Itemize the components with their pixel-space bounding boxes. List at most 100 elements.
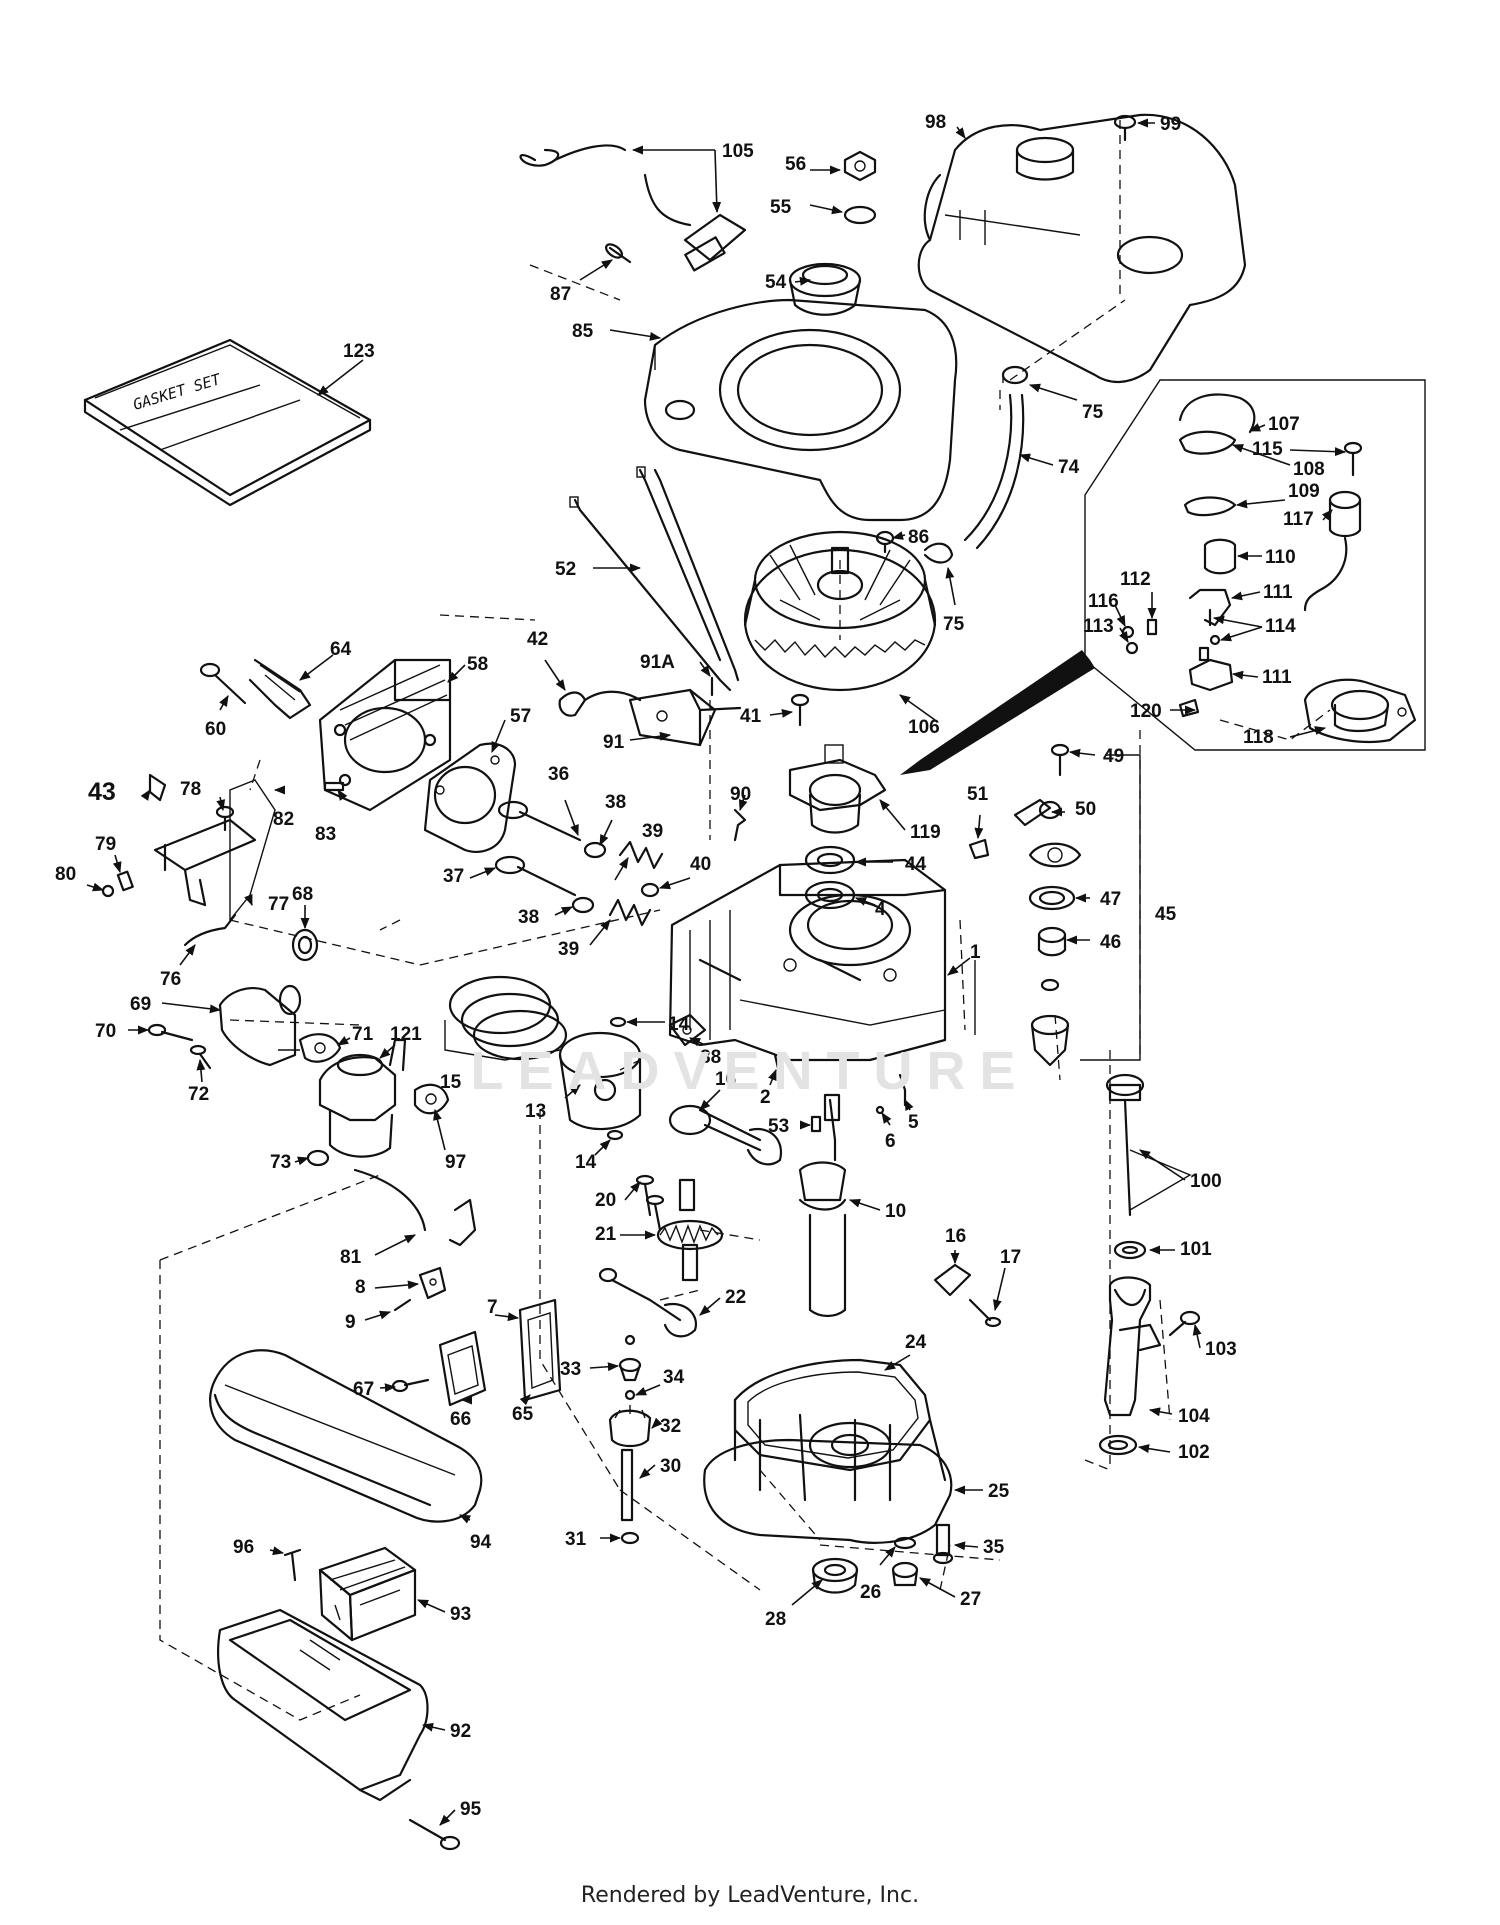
tube-16-lower <box>933 1263 972 1297</box>
screw-80 <box>101 884 115 898</box>
ball-34-upper <box>624 1334 636 1346</box>
crankshaft-10 <box>798 1093 847 1318</box>
control-bracket-43 <box>148 773 257 907</box>
label-25: 25 <box>988 1481 1010 1502</box>
bolt-60 <box>199 662 247 705</box>
label-106: 106 <box>908 717 940 738</box>
sump-gasket-24 <box>733 1358 932 1472</box>
label-108: 108 <box>1293 459 1325 480</box>
link-wires-52 <box>569 466 740 692</box>
bushing-46 <box>1037 926 1067 957</box>
screw-87 <box>604 243 632 264</box>
blower-housing-cover-98 <box>917 113 1247 383</box>
housing-118 <box>1303 678 1417 743</box>
gasket-set-text: GASKET SET <box>131 370 224 414</box>
label-65: 65 <box>512 1404 534 1425</box>
bracket-8 <box>418 1266 447 1300</box>
label-123: 123 <box>343 341 375 362</box>
callout-labels: 105 56 55 98 99 87 54 123 85 75 74 107 1… <box>55 112 1325 1820</box>
engine-sump-25 <box>703 1398 953 1544</box>
label-20: 20 <box>595 1190 616 1211</box>
camshaft-gear-21 <box>656 1178 724 1282</box>
label-14-lower: 14 <box>575 1152 597 1173</box>
label-60: 60 <box>205 719 226 740</box>
label-37: 37 <box>443 866 464 887</box>
label-64: 64 <box>330 639 352 660</box>
label-44: 44 <box>905 854 927 875</box>
throttle-link-81 <box>353 1168 427 1232</box>
label-33: 33 <box>560 1359 581 1380</box>
label-8: 8 <box>355 1277 366 1298</box>
label-6: 6 <box>885 1131 896 1152</box>
label-99: 99 <box>1160 114 1181 135</box>
clip-51 <box>968 838 990 860</box>
carburetor-121 <box>318 1038 407 1158</box>
label-75-lower: 75 <box>943 614 965 635</box>
label-32: 32 <box>660 1416 681 1437</box>
plate-65 <box>518 1298 562 1402</box>
label-91A: 91A <box>640 652 675 673</box>
valve-36 <box>497 800 582 842</box>
label-39-upper: 39 <box>642 821 663 842</box>
air-cleaner-cover-94 <box>209 1349 483 1523</box>
pin-2 <box>773 1053 780 1070</box>
dowel-53 <box>810 1115 822 1133</box>
gasket-109 <box>1183 496 1237 517</box>
label-16-upper: 16 <box>715 1069 736 1090</box>
label-16-lower: 16 <box>945 1226 966 1247</box>
tappets-20 <box>635 1174 665 1232</box>
starter-rope-handle <box>519 144 747 272</box>
valve-key-40 <box>640 882 660 898</box>
clip-75-lower <box>923 542 954 564</box>
governor-22 <box>598 1267 698 1338</box>
label-73: 73 <box>270 1152 291 1173</box>
gasket-97 <box>413 1083 450 1115</box>
flywheel-106 <box>743 530 937 692</box>
label-71: 71 <box>352 1024 374 1045</box>
retainer-14-upper <box>609 1016 627 1028</box>
bracket-81-plate <box>448 1198 477 1247</box>
starter-cup-54 <box>788 262 862 316</box>
blower-housing-85 <box>643 298 958 522</box>
label-93: 93 <box>450 1604 471 1625</box>
label-97: 97 <box>445 1152 466 1173</box>
ball-34-lower <box>624 1389 636 1401</box>
label-83: 83 <box>315 824 336 845</box>
footer-credit: Rendered by LeadVenture, Inc. <box>580 1883 920 1908</box>
seal-101 <box>1113 1240 1147 1260</box>
label-14-upper: 14 <box>668 1014 690 1035</box>
oil-fill-tube-104 <box>1103 1276 1162 1417</box>
label-7: 7 <box>487 1297 498 1318</box>
nut-56 <box>843 150 877 182</box>
label-76: 76 <box>160 969 181 990</box>
label-36: 36 <box>548 764 569 785</box>
gasket-88 <box>668 1013 707 1047</box>
label-58: 58 <box>467 654 488 675</box>
label-115: 115 <box>1252 439 1283 460</box>
bolt-35 <box>932 1523 954 1565</box>
cylinder-head-58 <box>318 658 452 812</box>
pin-90 <box>733 808 747 842</box>
screw-49 <box>1050 743 1070 777</box>
air-cleaner-base-92 <box>217 1608 429 1802</box>
label-117: 117 <box>1283 509 1314 530</box>
label-49: 49 <box>1103 746 1124 767</box>
label-41: 41 <box>740 706 762 727</box>
label-91: 91 <box>603 732 625 753</box>
label-4: 4 <box>875 899 886 920</box>
label-120: 120 <box>1130 701 1162 722</box>
kit-100-bracket <box>1129 1149 1192 1211</box>
label-47: 47 <box>1100 889 1121 910</box>
label-86: 86 <box>908 527 929 548</box>
kit-15-bracket <box>444 1020 561 1061</box>
label-17: 17 <box>1000 1247 1021 1268</box>
screw-115 <box>1343 441 1363 477</box>
label-42: 42 <box>527 629 548 650</box>
leader-lines <box>86 118 1347 1826</box>
label-80: 80 <box>55 864 76 885</box>
watermark-text: LEADVENTURE <box>470 1041 1030 1101</box>
label-112: 112 <box>1120 569 1151 590</box>
inset-box-outline <box>1084 379 1426 751</box>
label-43: 43 <box>88 778 116 806</box>
screw-17 <box>968 1298 1002 1328</box>
